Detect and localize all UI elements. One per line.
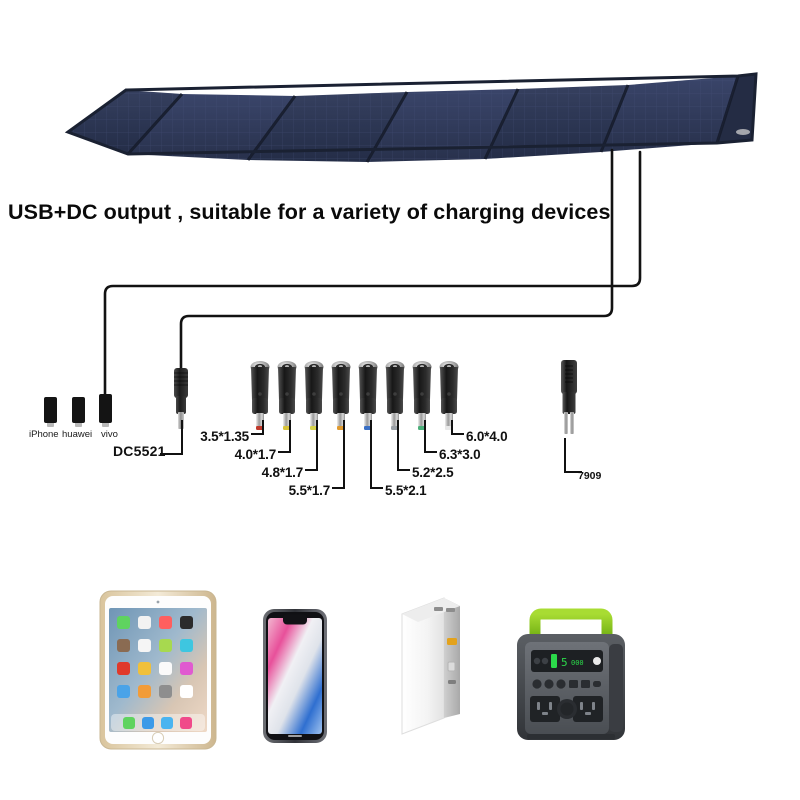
adapter-size-label: 4.8*1.7: [261, 465, 304, 480]
svg-text:000: 000: [571, 659, 584, 667]
leader-line: [451, 420, 464, 435]
app-icon: [180, 639, 193, 652]
label-7909: 7909: [578, 470, 602, 482]
usb-plug-vivo: [99, 394, 112, 423]
device-tablet: [99, 590, 217, 750]
adapter-size-label: 4.0*1.7: [234, 447, 277, 462]
dc7909-twin-pin-connector-icon: [561, 360, 577, 434]
leader-line-dc5521: [160, 420, 183, 455]
device-label-iphone: iPhone: [29, 429, 59, 440]
device-power-station: 5 000: [497, 608, 641, 750]
app-icon: [138, 685, 151, 698]
adapter-size-label: 3.5*1.35: [200, 429, 249, 444]
leader-line: [251, 420, 264, 435]
app-icon: [159, 685, 172, 698]
dock-app-icon: [123, 717, 135, 729]
adapter-size-label: 5.5*2.1: [385, 483, 427, 498]
dc5521-label: DC5521: [113, 443, 166, 459]
app-icon: [117, 662, 130, 675]
device-label-huawei: huawei: [62, 429, 93, 440]
adapter-size-label: 6.0*4.0: [466, 429, 508, 444]
dock-app-icon: [161, 717, 173, 729]
leader-line: [424, 420, 437, 453]
adapter-size-label: 6.3*3.0: [439, 447, 481, 462]
usb-plug-huawei: [72, 397, 85, 423]
app-icon: [180, 685, 193, 698]
usb-plug-icon: [99, 394, 112, 423]
app-icon: [138, 639, 151, 652]
leader-line: [305, 420, 318, 471]
adapter-label-group: 3.5*1.35 4.0*1.7 4.8*1.7 5.5*1.7 5.5*2.1 5.2*…: [200, 429, 508, 498]
app-icon: [159, 616, 172, 629]
adapter-leader-lines: [251, 420, 464, 489]
leader-line: [278, 420, 291, 453]
app-icon: [117, 685, 130, 698]
leader-line-7909: [564, 438, 582, 473]
app-icon: [138, 662, 151, 675]
usb-plug-icon: [72, 397, 85, 423]
device-label-vivo: vivo: [101, 429, 118, 440]
device-smartphone: [262, 608, 328, 744]
leader-line: [332, 420, 345, 489]
app-icon: [180, 662, 193, 675]
device-power-bank: [398, 592, 476, 740]
app-icon: [117, 639, 130, 652]
leader-line: [397, 420, 410, 471]
adapter-size-label: 5.5*1.7: [288, 483, 331, 498]
app-icon: [117, 616, 130, 629]
page-headline: USB+DC output , suitable for a variety o…: [8, 200, 611, 224]
dock-app-icon: [142, 717, 154, 729]
svg-text:5: 5: [561, 656, 568, 669]
leader-line: [370, 420, 383, 489]
dock-app-icon: [180, 717, 192, 729]
app-icon: [138, 616, 151, 629]
adapter-size-label: 5.2*2.5: [412, 465, 454, 480]
usb-plug-icon: [44, 397, 57, 423]
app-icon: [159, 662, 172, 675]
dc7909-connector: [556, 360, 582, 440]
usb-plug-iphone: [44, 397, 57, 423]
foldable-solar-panel: [62, 28, 762, 168]
cable-routing-diagram: [103, 148, 642, 402]
app-icon: [159, 639, 172, 652]
app-icon: [180, 616, 193, 629]
